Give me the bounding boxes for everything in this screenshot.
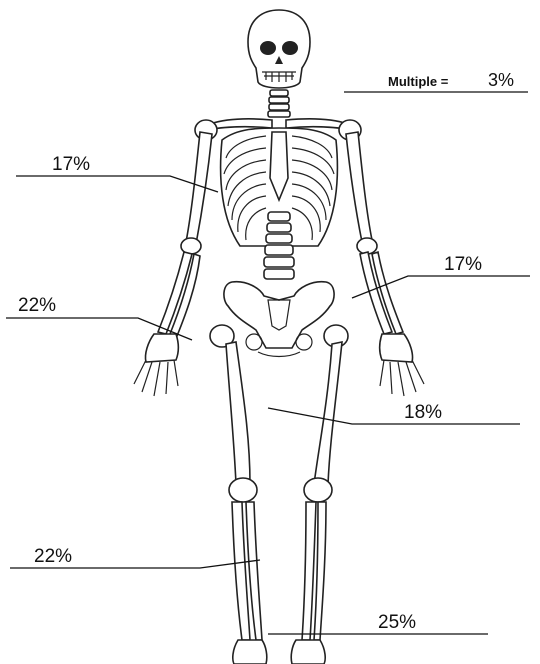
skull [248, 10, 310, 88]
right-arm [346, 132, 424, 396]
label-thigh-right: 18% [404, 402, 442, 423]
label-upper-arm-left: 17% [52, 154, 90, 175]
left-arm [134, 132, 212, 396]
label-foot-right: 25% [378, 612, 416, 633]
multiple-label: Multiple = [388, 74, 449, 89]
label-upper-arm-right: 17% [444, 254, 482, 275]
cervical-spine [268, 90, 290, 117]
leader-upper-arm-left [16, 176, 218, 192]
skeleton-illustration [134, 10, 424, 664]
label-forearm-hand-left: 22% [18, 295, 56, 316]
pelvis [224, 282, 334, 357]
right-leg [291, 325, 348, 664]
left-leg [210, 325, 267, 664]
leader-thigh-right [268, 408, 520, 424]
label-lower-leg-left: 22% [34, 546, 72, 567]
multiple-percent: 3% [488, 70, 514, 90]
